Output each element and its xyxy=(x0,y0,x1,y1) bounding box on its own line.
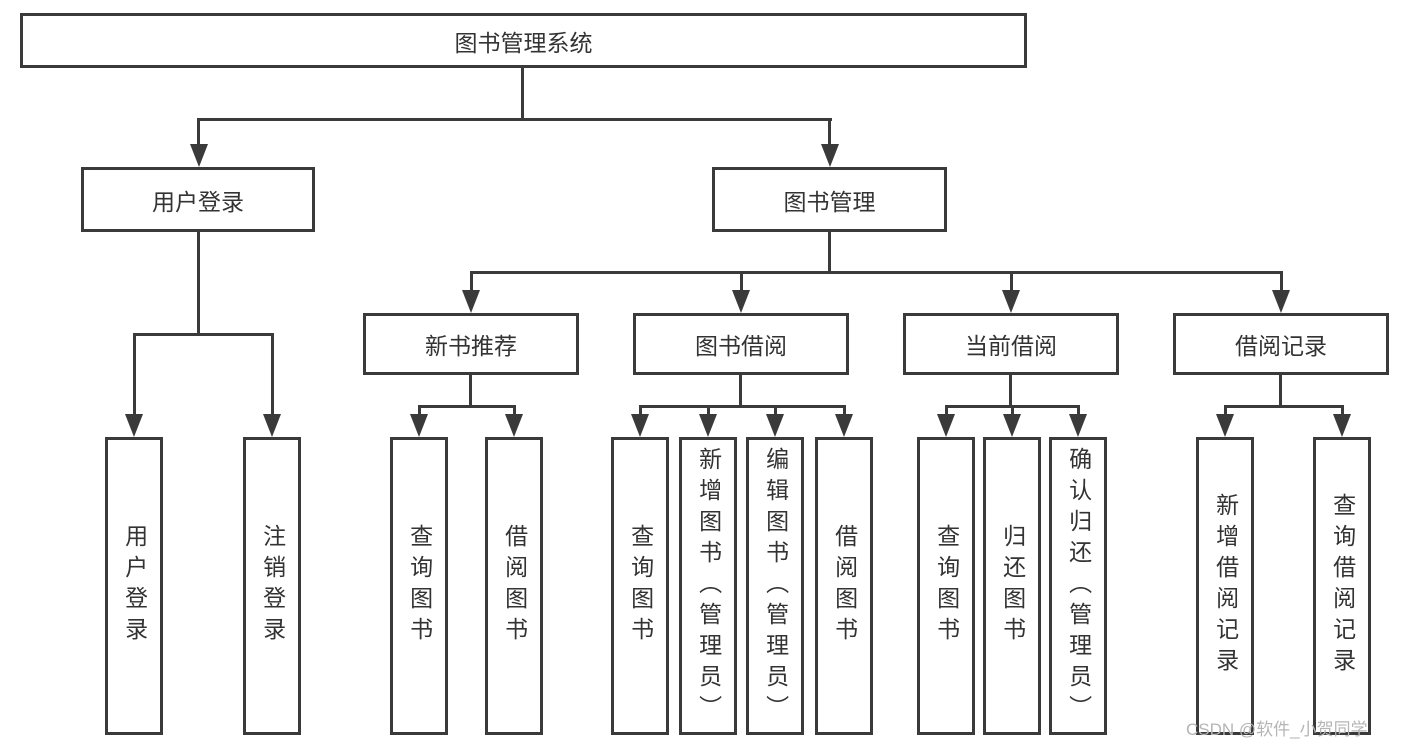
arrowhead-new-books xyxy=(462,290,480,313)
connector-newbooks-stem xyxy=(469,375,472,408)
leaf-records-add-borrow-record: 新增借阅记录 xyxy=(1196,437,1254,735)
connector-currentborrow-drop-1 xyxy=(945,405,948,414)
node-book-mgmt: 图书管理 xyxy=(712,167,947,232)
connector-drop-current-borrow xyxy=(1010,271,1013,291)
connector-root-rail xyxy=(197,118,832,121)
connector-borrowrecords-rail xyxy=(1224,405,1343,408)
arrowhead-currentborrow-return xyxy=(1003,414,1021,437)
arrowhead-bookborrow-add xyxy=(699,414,717,437)
leaf-logout: 注销登录 xyxy=(243,437,301,735)
leaf-bookborrow-edit-books-admin: 编辑图书（管理员） xyxy=(746,437,804,735)
leaf-newbooks-query-books: 查询图书 xyxy=(390,437,448,735)
arrowhead-bookborrow-borrow xyxy=(835,414,853,437)
connector-root-stem xyxy=(521,68,524,120)
leaf-bookborrow-borrow-books: 借阅图书 xyxy=(815,437,873,735)
leaf-label: 借阅图书 xyxy=(831,524,858,648)
connector-userlogin-rail xyxy=(133,333,274,336)
leaf-label: 查询图书 xyxy=(406,524,433,648)
arrowhead-borrow-records xyxy=(1272,290,1290,313)
leaf-logout-label: 注销登录 xyxy=(259,524,286,648)
arrowhead-logout-leaf xyxy=(263,414,281,437)
connector-root-drop-right xyxy=(828,118,831,146)
arrowhead-current-borrow xyxy=(1002,290,1020,313)
arrowhead-bookborrow-edit xyxy=(766,414,784,437)
leaf-currentborrow-return-books: 归还图书 xyxy=(983,437,1041,735)
leaf-label: 编辑图书（管理员） xyxy=(762,446,789,726)
node-book-mgmt-label: 图书管理 xyxy=(783,188,876,215)
node-current-borrow: 当前借阅 xyxy=(903,313,1119,375)
connector-drop-borrow-records xyxy=(1280,271,1283,291)
arrowhead-user-login xyxy=(190,144,208,167)
connector-borrowrecords-drop-2 xyxy=(1341,405,1344,414)
connector-bookborrow-drop-3 xyxy=(774,405,777,414)
leaf-label: 确认归还（管理员） xyxy=(1065,446,1092,726)
leaf-user-login: 用户登录 xyxy=(105,437,163,735)
connector-bookborrow-drop-1 xyxy=(639,405,642,414)
connector-drop-book-borrow xyxy=(740,271,743,291)
csdn-watermark: CSDN @软件_小贺同学 xyxy=(1186,720,1368,739)
connector-bookborrow-drop-4 xyxy=(843,405,846,414)
connector-newbooks-drop-2 xyxy=(513,405,516,414)
arrowhead-login-leaf xyxy=(125,414,143,437)
connector-userlogin-stem xyxy=(197,232,200,335)
leaf-newbooks-borrow-books: 借阅图书 xyxy=(485,437,543,735)
node-user-login-label: 用户登录 xyxy=(152,188,244,215)
node-borrow-records-label: 借阅记录 xyxy=(1235,333,1327,359)
leaf-bookborrow-add-books-admin: 新增图书（管理员） xyxy=(679,437,737,735)
arrowhead-borrowrecords-add xyxy=(1216,414,1234,437)
node-root-system: 图书管理系统 xyxy=(20,13,1027,68)
connector-bookmgmt-stem xyxy=(828,232,831,273)
leaf-label: 新增图书（管理员） xyxy=(695,446,722,726)
leaf-label: 查询借阅记录 xyxy=(1329,493,1356,679)
connector-root-drop-left xyxy=(197,118,200,146)
leaf-bookborrow-query-books: 查询图书 xyxy=(611,437,669,735)
connector-borrowrecords-stem xyxy=(1279,375,1282,408)
node-borrow-records: 借阅记录 xyxy=(1173,313,1389,375)
connector-userlogin-drop-1 xyxy=(133,333,136,414)
leaf-label: 借阅图书 xyxy=(501,524,528,648)
leaf-label: 新增借阅记录 xyxy=(1212,493,1239,679)
leaf-user-login-label: 用户登录 xyxy=(121,524,148,648)
node-current-borrow-label: 当前借阅 xyxy=(965,333,1057,359)
connector-currentborrow-drop-2 xyxy=(1011,405,1014,414)
node-user-login: 用户登录 xyxy=(81,167,315,232)
leaf-currentborrow-query-books: 查询图书 xyxy=(917,437,975,735)
arrowhead-currentborrow-query xyxy=(937,414,955,437)
arrowhead-newbooks-borrow xyxy=(505,414,523,437)
connector-bookborrow-drop-2 xyxy=(707,405,710,414)
arrowhead-book-borrow xyxy=(732,290,750,313)
leaf-label: 归还图书 xyxy=(999,524,1026,648)
connector-currentborrow-stem xyxy=(1009,375,1012,408)
connector-drop-new-books xyxy=(470,271,473,291)
arrowhead-newbooks-query xyxy=(410,414,428,437)
arrowhead-borrowrecords-query xyxy=(1333,414,1351,437)
connector-newbooks-drop-1 xyxy=(418,405,421,414)
arrowhead-book-mgmt xyxy=(821,144,839,167)
arrowhead-currentborrow-confirm xyxy=(1069,414,1087,437)
leaf-records-query-borrow-record: 查询借阅记录 xyxy=(1313,437,1371,735)
leaf-label: 查询图书 xyxy=(627,524,654,648)
connector-borrowrecords-drop-1 xyxy=(1224,405,1227,414)
node-book-borrow-label: 图书借阅 xyxy=(695,333,787,359)
leaf-currentborrow-confirm-return-admin: 确认归还（管理员） xyxy=(1049,437,1107,735)
connector-bookborrow-rail xyxy=(639,405,845,408)
connector-userlogin-drop-2 xyxy=(271,333,274,414)
node-new-books: 新书推荐 xyxy=(363,313,579,375)
node-book-borrow: 图书借阅 xyxy=(633,313,849,375)
connector-bookborrow-stem xyxy=(739,375,742,408)
connector-newbooks-rail xyxy=(418,405,516,408)
leaf-label: 查询图书 xyxy=(933,524,960,648)
node-new-books-label: 新书推荐 xyxy=(425,333,517,359)
connector-bookmgmt-rail xyxy=(470,271,1282,274)
arrowhead-bookborrow-query xyxy=(631,414,649,437)
node-root-label: 图书管理系统 xyxy=(454,29,593,56)
connector-currentborrow-drop-3 xyxy=(1077,405,1080,414)
